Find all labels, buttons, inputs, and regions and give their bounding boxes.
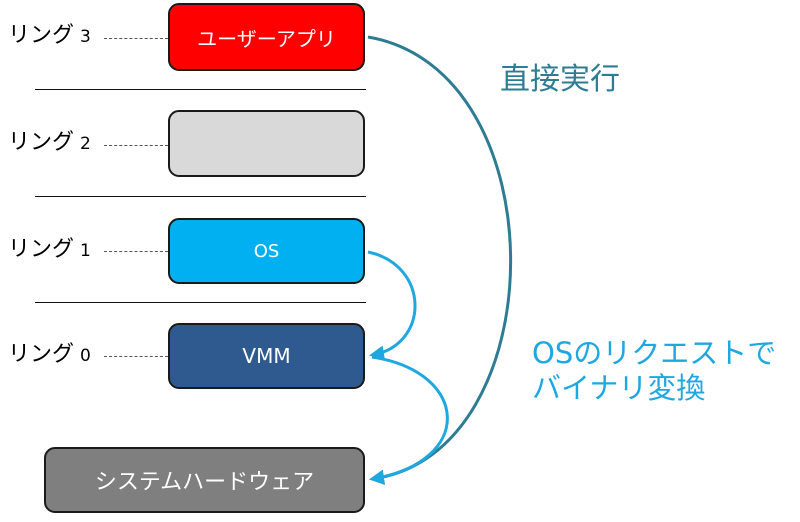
ring-separator — [35, 302, 366, 303]
direct-exec-note: 直接実行 — [500, 62, 620, 97]
hardware-box: システムハードウェア — [44, 447, 365, 513]
ring-label-text: リング — [8, 130, 75, 155]
leader-line-ring-2 — [104, 145, 168, 146]
ring-label-text: リング — [8, 23, 75, 48]
ring-number: 0 — [80, 346, 91, 366]
hardware-label: システムハードウェア — [94, 470, 315, 495]
user-app-box: ユーザーアプリ — [168, 3, 365, 71]
direct-exec-arrow — [367, 35, 513, 485]
os-to-vmm-arrow — [367, 250, 417, 361]
leader-line-ring-1 — [104, 251, 168, 252]
ring-number: 3 — [80, 27, 91, 47]
vmm-label: VMM — [242, 344, 291, 368]
os-label: OS — [253, 240, 280, 262]
ring-label-text: リング — [8, 237, 75, 262]
ring2-box — [168, 110, 365, 177]
user-app-label: ユーザーアプリ — [197, 26, 336, 51]
binary-note-line2: バイナリ変換 — [532, 370, 706, 405]
vmm-to-hardware-arrow — [369, 355, 449, 485]
ring-number: 2 — [80, 134, 91, 154]
ring-separator — [35, 89, 366, 90]
binary-translation-note: OSのリクエストで バイナリ変換 — [532, 336, 776, 406]
ring-label-text: リング — [8, 342, 75, 367]
binary-note-line1: OSのリクエストで — [532, 336, 777, 370]
vmm-box: VMM — [168, 323, 365, 389]
leader-line-ring-0 — [104, 356, 168, 357]
ring-number: 1 — [80, 241, 91, 261]
os-box: OS — [168, 218, 365, 284]
ring-separator — [35, 196, 366, 197]
leader-line-ring-3 — [104, 38, 168, 39]
